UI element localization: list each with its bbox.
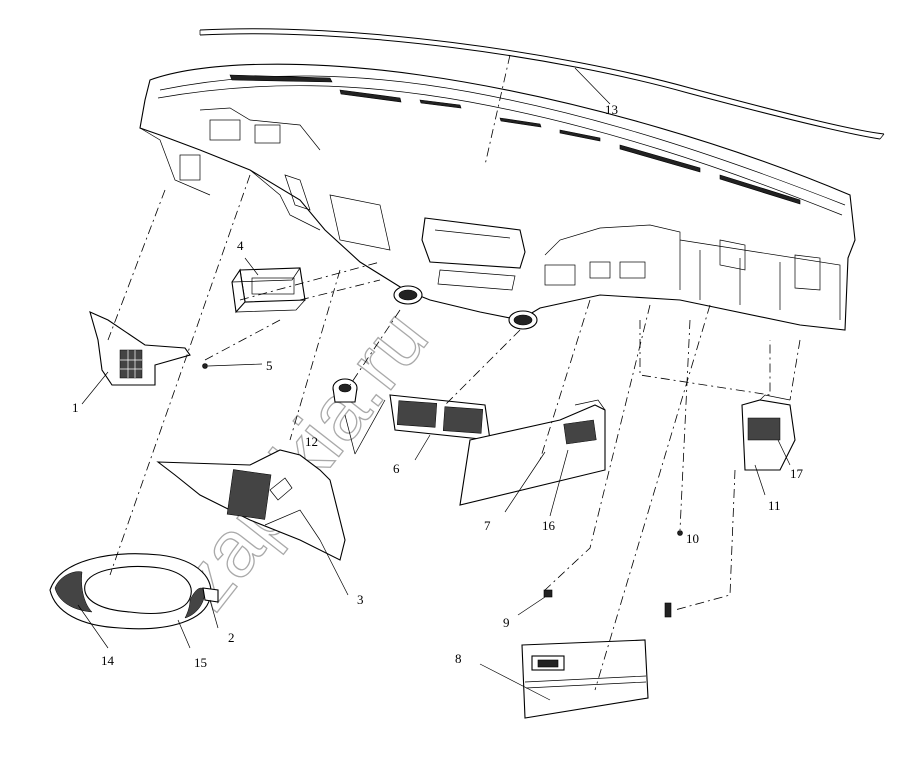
callout-7: 7 (484, 518, 491, 533)
part-13-trim-strip (199, 28, 885, 140)
part-5-screw (202, 363, 208, 369)
part-16-side-vent (563, 419, 597, 445)
callout-10: 10 (686, 531, 699, 546)
part-11-right-end-panel (741, 394, 796, 471)
callout-12: 12 (305, 434, 318, 449)
dashboard-main-panel (139, 63, 856, 331)
part-3-lower-panel (156, 449, 346, 561)
part-1-left-panel (89, 311, 191, 386)
callout-4: 4 (237, 238, 244, 253)
callout-15: 15 (194, 655, 207, 670)
part-12-knob (332, 378, 358, 403)
callout-11: 11 (768, 498, 781, 513)
leader-lines (77, 67, 791, 701)
part-9-clip (543, 589, 553, 598)
assembly-guide-lines (107, 54, 801, 691)
callout-6: 6 (393, 461, 400, 476)
callout-3: 3 (357, 592, 364, 607)
callout-9: 9 (503, 615, 510, 630)
part-17-end-vent (747, 417, 781, 441)
callout-17: 17 (790, 466, 804, 481)
part-7-right-panel (459, 399, 606, 506)
callout-14: 14 (101, 653, 115, 668)
part-6-center-vent (389, 394, 491, 441)
callout-13: 13 (605, 102, 618, 117)
callout-1: 1 (72, 400, 79, 415)
callout-16: 16 (542, 518, 556, 533)
part-14-cluster-bezel (49, 553, 219, 630)
part-10-screw (677, 530, 683, 536)
callout-8: 8 (455, 651, 462, 666)
callout-5: 5 (266, 358, 273, 373)
part-clip-lower-right (664, 602, 672, 618)
callout-2: 2 (228, 630, 235, 645)
part-4-bracket (231, 267, 306, 314)
part-8-glove-box (521, 639, 649, 719)
